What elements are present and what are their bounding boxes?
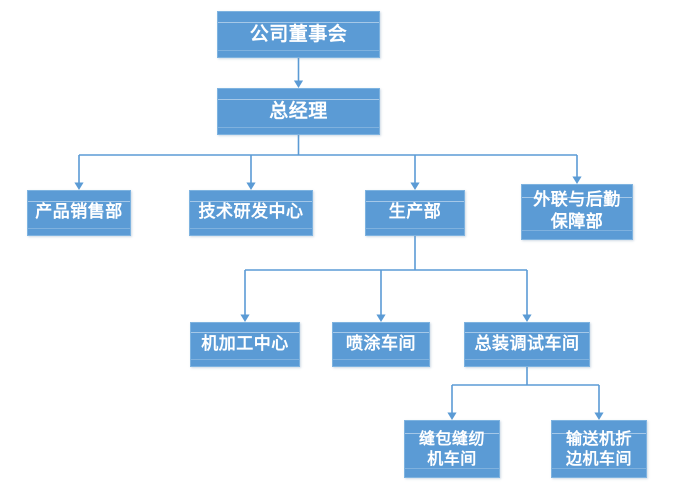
org-node-label: 公司董事会 <box>249 23 348 46</box>
org-node-label: 总装调试车间 <box>474 333 580 354</box>
connector-gm-to-departments <box>74 135 582 190</box>
org-node-machining[interactable]: 机加工中心 <box>190 322 300 367</box>
arrowhead-icon <box>594 412 604 420</box>
org-node-label: 产品销售部 <box>35 202 123 223</box>
org-node-label: 缝包缝纫 机车间 <box>418 428 485 468</box>
connector-assembly-to-lines <box>447 367 604 420</box>
connector-board-to-gm <box>293 58 304 88</box>
org-node-painting[interactable]: 喷涂车间 <box>332 322 430 367</box>
org-node-label: 生产部 <box>388 202 442 223</box>
org-node-gm[interactable]: 总经理 <box>217 88 380 135</box>
org-node-logistics[interactable]: 外联与后勤 保障部 <box>521 184 633 240</box>
arrowhead-icon <box>447 412 457 420</box>
arrowhead-icon <box>572 176 582 184</box>
org-node-conveyor[interactable]: 输送机折 边机车间 <box>551 420 647 478</box>
arrowhead-icon <box>522 314 532 322</box>
arrowhead-icon <box>376 314 386 322</box>
org-node-label: 总经理 <box>269 100 328 123</box>
org-node-label: 输送机折 边机车间 <box>565 428 632 468</box>
org-node-rnd[interactable]: 技术研发中心 <box>189 190 313 236</box>
arrowhead-icon <box>293 80 304 88</box>
org-node-label: 外联与后勤 保障部 <box>533 190 621 232</box>
arrowhead-icon <box>410 182 420 190</box>
org-node-label: 技术研发中心 <box>198 202 304 223</box>
arrowhead-icon <box>246 182 256 190</box>
org-node-board[interactable]: 公司董事会 <box>217 11 380 58</box>
org-node-sewing[interactable]: 缝包缝纫 机车间 <box>404 420 500 478</box>
org-node-assembly[interactable]: 总装调试车间 <box>464 322 590 367</box>
org-node-production[interactable]: 生产部 <box>365 190 465 236</box>
org-node-sales[interactable]: 产品销售部 <box>27 190 131 236</box>
arrowhead-icon <box>240 314 250 322</box>
connector-production-to-workshops <box>240 236 532 322</box>
arrowhead-icon <box>74 182 84 190</box>
org-node-label: 喷涂车间 <box>346 333 416 354</box>
org-node-label: 机加工中心 <box>201 333 289 354</box>
